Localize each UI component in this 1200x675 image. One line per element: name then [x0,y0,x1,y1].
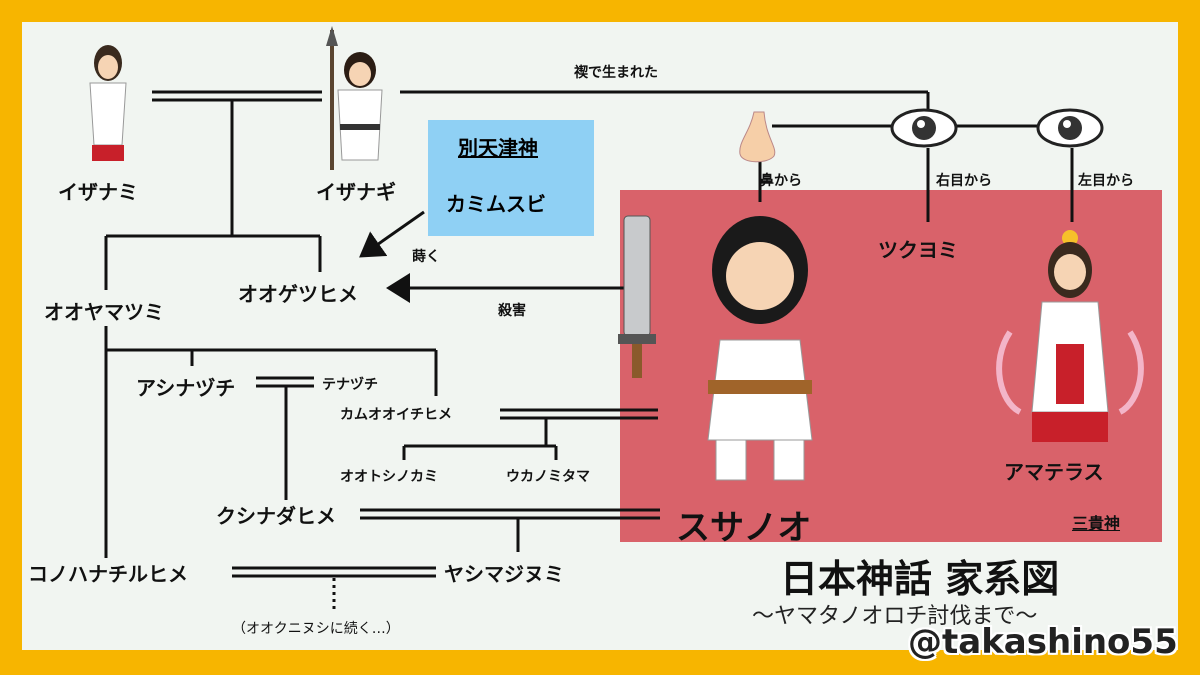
nose-figure [739,111,776,163]
kushinadahime-label: クシナダヒメ [216,504,336,528]
continues-label: （オオクニヌシに続く…） [232,621,400,637]
right-eye-figure [890,108,958,148]
page-title: 日本神話 家系図 [780,557,1060,601]
ashinazuchi-label: アシナヅチ [136,376,236,400]
betsu-amatsukami-box [428,120,594,236]
ooyamatsumi-label: オオヤマツミ [44,300,164,324]
izanagi-figure [326,26,383,170]
tenazuchi-label: テナヅチ [322,377,378,393]
ukanomitama-label: ウカノミタマ [506,469,590,485]
kamimusubi-label: カミムスビ [446,192,546,216]
oogetsuhime-label: オオゲツヒメ [238,282,358,306]
kamuooichihime-label: カムオオイチヒメ [340,407,452,423]
misogi-label: 禊で生まれた [574,65,658,81]
izanami-label: イザナミ [58,180,138,204]
izanagi-label: イザナギ [316,180,396,204]
susanoo-label: スサノオ [676,508,812,548]
amaterasu-figure [996,230,1144,442]
izanami-figure [89,45,127,161]
left-eye-figure [1036,108,1104,148]
from-nose-label: 鼻から [760,173,802,189]
from-left-eye-label: 左目から [1078,173,1134,189]
from-right-eye-label: 右目から [936,173,992,189]
betsu-amatsukami-title: 別天津神 [458,136,538,160]
amaterasu-label: アマテラス [1004,460,1104,484]
sankishin-label: 三貴神 [1072,514,1121,533]
susanoo-figure [618,215,813,481]
page-subtitle: 〜ヤマタノオロチ討伐まで〜 [752,604,1038,629]
kill-label: 殺害 [498,303,526,319]
ootoshinokami-label: オオトシノカミ [340,469,438,485]
yashimajinumi-label: ヤシマジヌミ [444,562,564,586]
tsukuyomi-label: ツクヨミ [878,238,958,262]
sow-label: 蒔く [412,249,440,265]
konohanachiruhime-label: コノハナチルヒメ [28,562,188,586]
credit-handle: @takashino55 [908,622,1178,662]
